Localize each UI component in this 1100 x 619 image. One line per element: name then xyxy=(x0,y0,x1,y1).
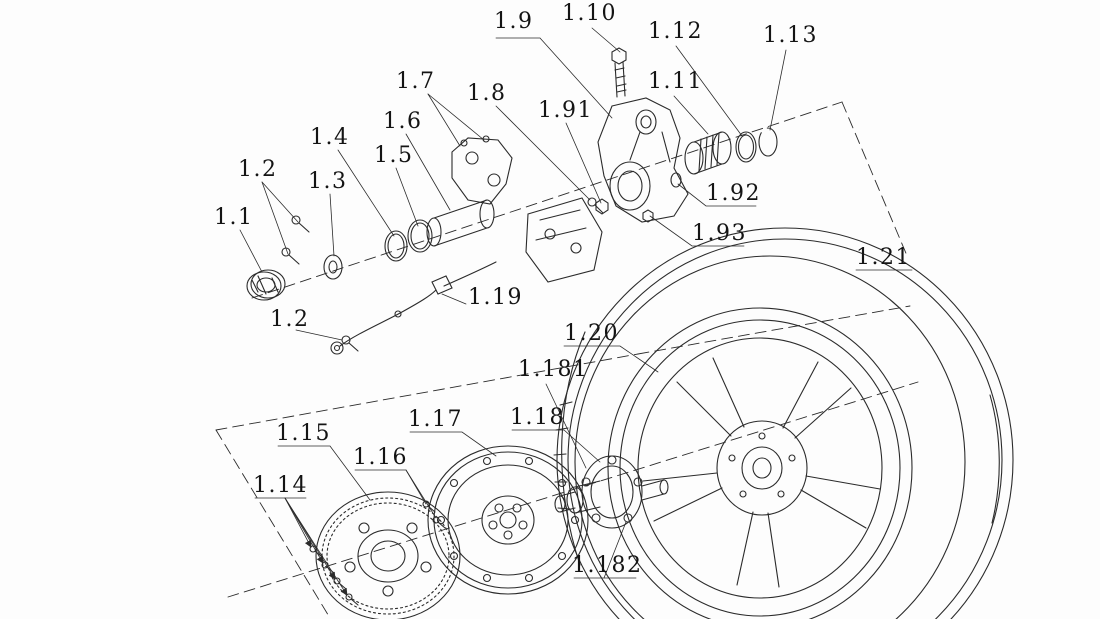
part-label-1-19: 1.19 xyxy=(468,285,523,310)
part-label-1-11: 1.11 xyxy=(648,69,703,94)
part-seal-ring xyxy=(407,219,433,253)
part-ring-192 xyxy=(670,172,682,188)
part-caliper-bracket xyxy=(451,135,513,205)
part-nut-191 xyxy=(595,198,609,215)
part-bolt-110 xyxy=(611,47,627,98)
part-label-1-13: 1.13 xyxy=(763,23,818,48)
part-needle-bearing xyxy=(684,131,732,175)
part-hub-carrier xyxy=(597,97,689,223)
part-label-1-91: 1.91 xyxy=(538,98,593,123)
part-label-1-8: 1.8 xyxy=(467,81,507,106)
part-screws-upper xyxy=(281,215,310,265)
part-label-1-4: 1.4 xyxy=(310,125,350,150)
part-washer xyxy=(323,254,343,280)
part-nut-193 xyxy=(642,209,654,223)
part-label-1-9: 1.9 xyxy=(494,9,534,34)
part-label-1-10: 1.10 xyxy=(562,1,617,26)
part-label-1-21: 1.21 xyxy=(856,245,911,270)
part-label-1-16: 1.16 xyxy=(353,445,408,470)
part-sensor-cable xyxy=(330,261,497,355)
part-label-1-7: 1.7 xyxy=(396,69,436,94)
part-label-1-20: 1.20 xyxy=(564,321,619,346)
part-circlip-112 xyxy=(735,131,757,163)
part-circlip-113 xyxy=(758,127,778,157)
part-label-1-2-upper: 1.2 xyxy=(238,157,278,182)
part-tire xyxy=(553,227,1014,619)
part-label-1-12: 1.12 xyxy=(648,19,703,44)
part-label-1-1: 1.1 xyxy=(214,205,254,230)
part-label-1-92: 1.92 xyxy=(706,181,761,206)
part-label-1-17: 1.17 xyxy=(408,407,463,432)
part-label-1-6: 1.6 xyxy=(383,109,423,134)
part-label-1-181: 1.181 xyxy=(518,357,589,382)
part-label-1-3: 1.3 xyxy=(308,169,348,194)
part-label-1-182: 1.182 xyxy=(572,553,643,578)
leader-lines xyxy=(239,27,913,596)
center-axis-lines xyxy=(215,101,919,619)
part-label-1-93: 1.93 xyxy=(692,221,747,246)
part-brake-disc xyxy=(427,445,589,595)
part-brake-caliper xyxy=(525,197,604,283)
part-spacer-tube xyxy=(426,199,495,247)
part-label-1-5: 1.5 xyxy=(374,143,414,168)
part-label-1-15: 1.15 xyxy=(276,421,331,446)
part-circlip-left xyxy=(384,230,408,262)
part-label-1-18: 1.18 xyxy=(510,405,565,430)
part-label-1-2-lower: 1.2 xyxy=(270,307,310,332)
part-bearing xyxy=(246,269,286,301)
part-label-1-14: 1.14 xyxy=(253,473,308,498)
